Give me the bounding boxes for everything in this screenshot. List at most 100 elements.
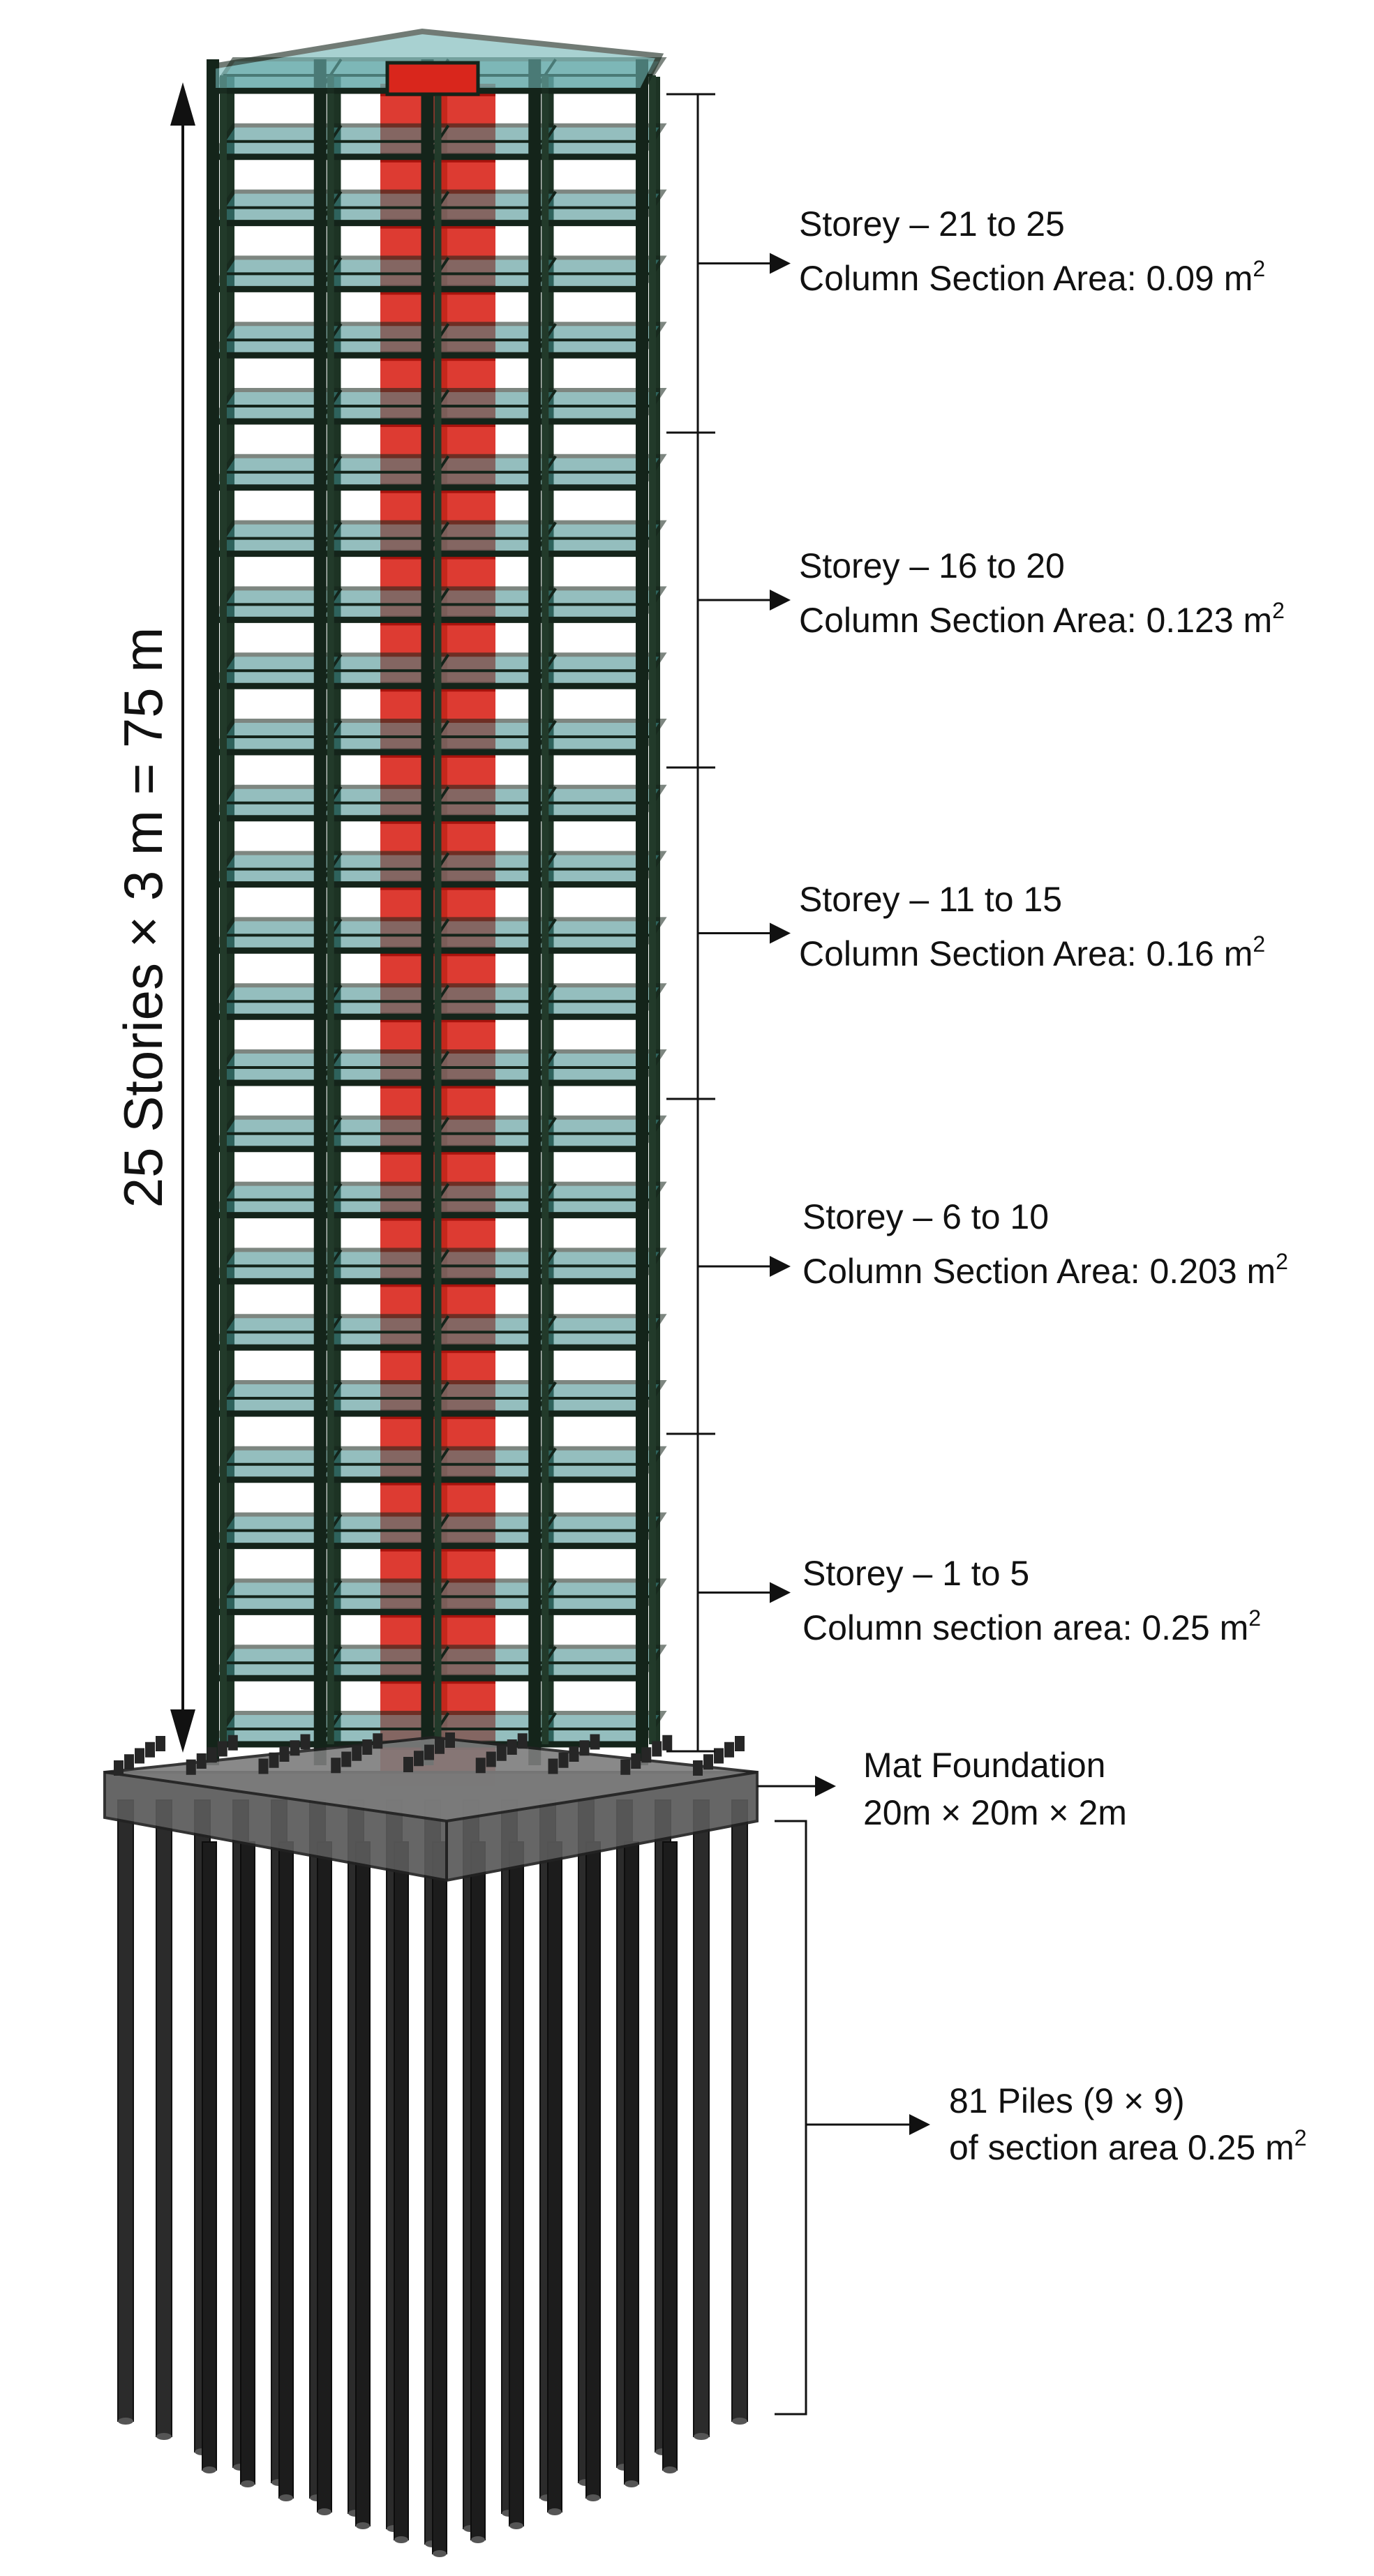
front-column	[528, 59, 542, 1765]
pile	[278, 1841, 294, 2499]
column-area-label: Column Section Area: 0.16 m2	[799, 931, 1265, 973]
pile-head	[652, 1741, 662, 1757]
foundation-title: Mat Foundation	[863, 1746, 1105, 1785]
pile-head	[693, 1760, 703, 1776]
pile-tip	[118, 2418, 133, 2425]
pile-head	[641, 1747, 652, 1763]
pile-head	[517, 1733, 528, 1749]
pile-head	[620, 1759, 631, 1775]
pile	[585, 1841, 601, 2499]
column-area-label: Column Section Area: 0.203 m2	[802, 1249, 1288, 1291]
pile-tip	[509, 2522, 523, 2529]
pile-head	[290, 1740, 300, 1756]
pile-head	[186, 1759, 196, 1775]
storey-range-label: Storey – 16 to 20	[799, 546, 1065, 585]
pile-head	[373, 1733, 383, 1749]
pile-head	[424, 1744, 434, 1760]
pile-head	[207, 1747, 217, 1763]
piles-detail: of section area 0.25 m2	[949, 2125, 1307, 2167]
inner-column	[434, 75, 442, 1744]
storey-range-label: Storey – 21 to 25	[799, 204, 1065, 244]
pile-head	[662, 1735, 673, 1751]
dimension-arrow-top-icon	[170, 82, 195, 126]
front-column	[636, 59, 648, 1765]
piles-group	[117, 1799, 748, 2557]
pile-head	[217, 1741, 227, 1757]
pile-tip	[471, 2536, 485, 2543]
pile-head	[331, 1758, 341, 1774]
foundation-callout: Mat Foundation 20m × 20m × 2m	[757, 1746, 1127, 1832]
pile-head	[486, 1751, 496, 1767]
pile-head	[507, 1739, 517, 1755]
pile-head	[135, 1748, 144, 1764]
pile-head	[362, 1739, 373, 1755]
pile	[731, 1799, 748, 2422]
pile-head	[279, 1746, 290, 1762]
pile-head	[714, 1748, 724, 1764]
pile-head	[703, 1754, 713, 1770]
piles-callout: 81 Piles (9 × 9) of section area 0.25 m2	[775, 1820, 1307, 2416]
mat-foundation	[103, 1732, 759, 1882]
pile-tip	[433, 2550, 447, 2557]
pile-head	[735, 1736, 745, 1751]
pile-tip	[394, 2536, 408, 2543]
storey-range-label: Storey – 6 to 10	[802, 1197, 1049, 1236]
front-column	[207, 59, 219, 1765]
pile-head	[145, 1742, 155, 1758]
pile-tip	[356, 2522, 370, 2529]
pile-tip	[318, 2508, 331, 2515]
pile-head	[724, 1742, 734, 1758]
pile	[156, 1799, 172, 2437]
pile	[355, 1841, 371, 2526]
pile-tip	[663, 2466, 677, 2473]
pile-tip	[279, 2494, 293, 2501]
pile-tip	[156, 2433, 172, 2440]
pile-tip	[202, 2466, 216, 2473]
storey-range-label: Storey – 11 to 15	[799, 880, 1062, 919]
pile-head	[569, 1746, 579, 1762]
column-area-label: Column Section Area: 0.123 m2	[799, 598, 1285, 640]
pile-head	[352, 1745, 362, 1761]
pile-tip	[241, 2480, 255, 2487]
front-column	[313, 59, 327, 1765]
tower-frame	[207, 28, 667, 1786]
pile-head	[590, 1734, 600, 1750]
pile	[317, 1841, 332, 2513]
pile-head	[558, 1752, 569, 1768]
pile-head	[124, 1754, 134, 1770]
pile	[693, 1799, 710, 2437]
pile-head	[114, 1760, 124, 1776]
pile-head	[475, 1758, 486, 1774]
height-dimension: 25 Stories × 3 m = 75 m	[112, 82, 195, 1753]
pile-head	[435, 1738, 445, 1754]
pile	[394, 1841, 409, 2540]
pile-tip	[732, 2418, 747, 2425]
pile-head	[341, 1751, 352, 1767]
pile-head	[300, 1734, 311, 1750]
storey-brackets	[666, 93, 791, 1753]
storey-labels: Storey – 21 to 25 Column Section Area: 0…	[799, 204, 1288, 1647]
inner-column	[649, 75, 656, 1744]
pile-head	[227, 1735, 238, 1751]
column-area-label: Column Section Area: 0.09 m2	[799, 256, 1265, 298]
pile-head	[414, 1751, 424, 1767]
foundation-dims: 20m × 20m × 2m	[863, 1793, 1127, 1832]
inner-column	[327, 75, 334, 1744]
height-label: 25 Stories × 3 m = 75 m	[112, 627, 174, 1208]
pile-head	[258, 1758, 269, 1774]
inner-column	[542, 75, 549, 1744]
pile-head	[196, 1753, 207, 1769]
pile-head	[269, 1752, 279, 1768]
pile	[662, 1841, 678, 2471]
pile	[202, 1841, 217, 2471]
pile	[509, 1841, 524, 2526]
front-column	[421, 59, 434, 1765]
pile-tip	[694, 2433, 709, 2440]
mat-top	[104, 1735, 758, 1823]
pile-head	[403, 1757, 413, 1772]
pile-tip	[625, 2480, 639, 2487]
pile-head	[445, 1732, 455, 1748]
pile-head	[496, 1745, 507, 1761]
pile-tip	[586, 2494, 600, 2501]
